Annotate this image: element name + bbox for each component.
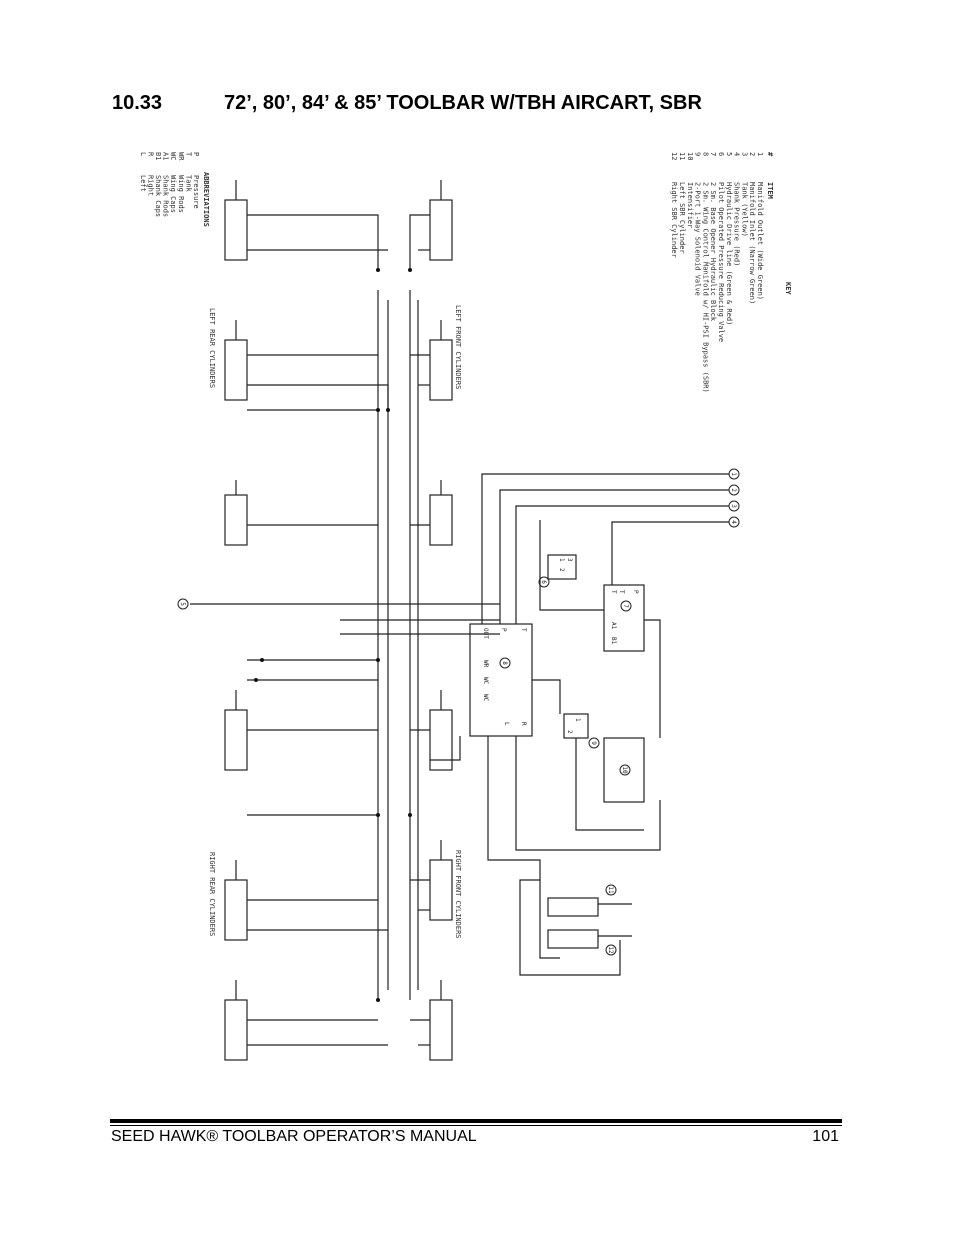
- section-title: 72’, 80’, 84’ & 85’ TOOLBAR W/TBH AIRCAR…: [224, 92, 702, 114]
- manifold8-port-p: P: [500, 628, 507, 632]
- key-item-label: Shank Pressure (Red): [733, 182, 741, 266]
- key-item-label: Right SBR Cylinder: [670, 182, 678, 258]
- abbreviation-key: L: [139, 152, 147, 156]
- manifold8-port-wr: WR: [482, 660, 489, 668]
- key-item-number: 6: [717, 152, 725, 156]
- footer-rule-thick: [110, 1119, 842, 1123]
- block7-port-p: P: [632, 590, 639, 594]
- key-item-label: Left SBR Cylinder: [678, 182, 686, 254]
- abbreviation-key: P: [192, 152, 200, 156]
- callout-10: 10: [621, 766, 628, 774]
- key-item-number: 7: [709, 152, 717, 156]
- key-item-label: Intensifier: [686, 182, 694, 228]
- abbreviation-key: WC: [169, 152, 177, 160]
- label-right-rear-cylinders: RIGHT REAR CYLINDERS: [208, 852, 216, 936]
- manifold8-port-t: T: [520, 628, 527, 632]
- key-item-label: Tank (Yellow): [740, 182, 748, 237]
- key-item-number: 1: [756, 152, 764, 156]
- abbreviation-key: T: [184, 152, 192, 157]
- key-item-number: 9: [694, 152, 702, 156]
- valve6-port-3: 3: [566, 558, 573, 562]
- key-item-number: 4: [733, 152, 741, 156]
- valve6-port-2: 2: [558, 568, 565, 572]
- key-item-number: 11: [678, 152, 686, 160]
- callout-6: 6: [540, 580, 547, 584]
- label-left-rear-cylinders: LEFT REAR CYLINDERS: [208, 308, 216, 388]
- abbreviation-key: B1: [154, 152, 162, 160]
- key-item-number: 8: [701, 152, 709, 156]
- key-item-number: 3: [740, 152, 748, 156]
- block7-port-b1: B1: [610, 637, 617, 645]
- key-item-label: 2 Sm. Wing Control Manifold w/ HI-PSI By…: [701, 182, 709, 393]
- callout-3: 3: [730, 504, 737, 508]
- footer-page-number: 101: [812, 1128, 839, 1145]
- callout-4: 4: [730, 520, 737, 524]
- callout-8: 8: [501, 661, 508, 665]
- callout-5: 5: [179, 602, 186, 606]
- key-item-number: 5: [725, 152, 733, 156]
- abbreviation-value: Wing Rods: [177, 175, 185, 213]
- abbreviation-key: A1: [162, 152, 170, 160]
- valve6-port-1: 1: [558, 558, 565, 562]
- abbreviation-value: Left: [139, 175, 147, 192]
- valve9-port-2: 2: [566, 730, 573, 734]
- abbreviation-value: Tank: [184, 175, 192, 193]
- callout-11: 11: [607, 886, 614, 894]
- key-title: KEY: [784, 282, 792, 295]
- key-item-header: ITEM: [766, 182, 774, 199]
- callout-7: 7: [622, 604, 629, 608]
- footer-manual-title: SEED HAWK® TOOLBAR OPERATOR’S MANUAL: [111, 1128, 477, 1145]
- key-item-number: 12: [670, 152, 678, 160]
- manifold8-port-wc1: WC: [482, 677, 489, 685]
- manifold8-port-l: L: [503, 722, 510, 726]
- abbreviation-key: WR: [177, 152, 185, 161]
- key-item-label: Pilot Operated Pressure Reducing Valve: [717, 182, 725, 342]
- label-right-front-cylinders: RIGHT FRONT CYLINDERS: [454, 850, 462, 939]
- key-item-label: 2-Port 1-Way Solenoid Valve: [694, 182, 702, 296]
- valve9-port-1: 1: [574, 718, 581, 722]
- abbreviation-value: Wing Caps: [169, 175, 177, 213]
- abbreviation-key: R: [146, 152, 154, 157]
- section-number: 10.33: [112, 92, 163, 114]
- block7-port-t: T: [610, 590, 617, 594]
- key-item-label: Manifold Outlet (Wide Green): [756, 182, 764, 300]
- block7-port-a1: A1: [610, 622, 617, 630]
- manifold8-port-out: OUT: [482, 628, 489, 639]
- label-left-front-cylinders: LEFT FRONT CYLINDERS: [454, 305, 462, 389]
- key-item-number: 10: [686, 152, 694, 160]
- abbreviation-value: Shank Rods: [162, 175, 170, 217]
- key-item-label: 2 Sm. Base Opener Hydraulic Block: [709, 182, 717, 322]
- callout-12: 12: [607, 946, 614, 954]
- key-item-number: 2: [748, 152, 756, 156]
- block7-port-t2: T: [618, 590, 625, 594]
- callout-1: 1: [730, 472, 737, 476]
- callout-9: 9: [590, 741, 597, 745]
- abbreviation-value: Right: [146, 175, 154, 196]
- section-heading: 10.33 72’, 80’, 84’ & 85’ TOOLBAR W/TBH A…: [112, 92, 702, 115]
- callout-2: 2: [730, 488, 737, 492]
- abbreviation-value: Pressure: [192, 175, 200, 209]
- abbreviations-title: ABBREVIATIONS: [202, 172, 210, 227]
- manifold8-port-wc2: WC: [482, 694, 489, 702]
- key-num-header: #: [766, 152, 774, 157]
- footer-rule-thin: [110, 1125, 842, 1126]
- manifold8-port-r: R: [520, 722, 527, 726]
- abbreviation-value: Shank Caps: [154, 175, 162, 217]
- key-item-label: Hydraulic Drive line (Green & Red): [725, 182, 733, 325]
- key-item-label: Manifold Inlet (Narrow Green): [748, 182, 756, 304]
